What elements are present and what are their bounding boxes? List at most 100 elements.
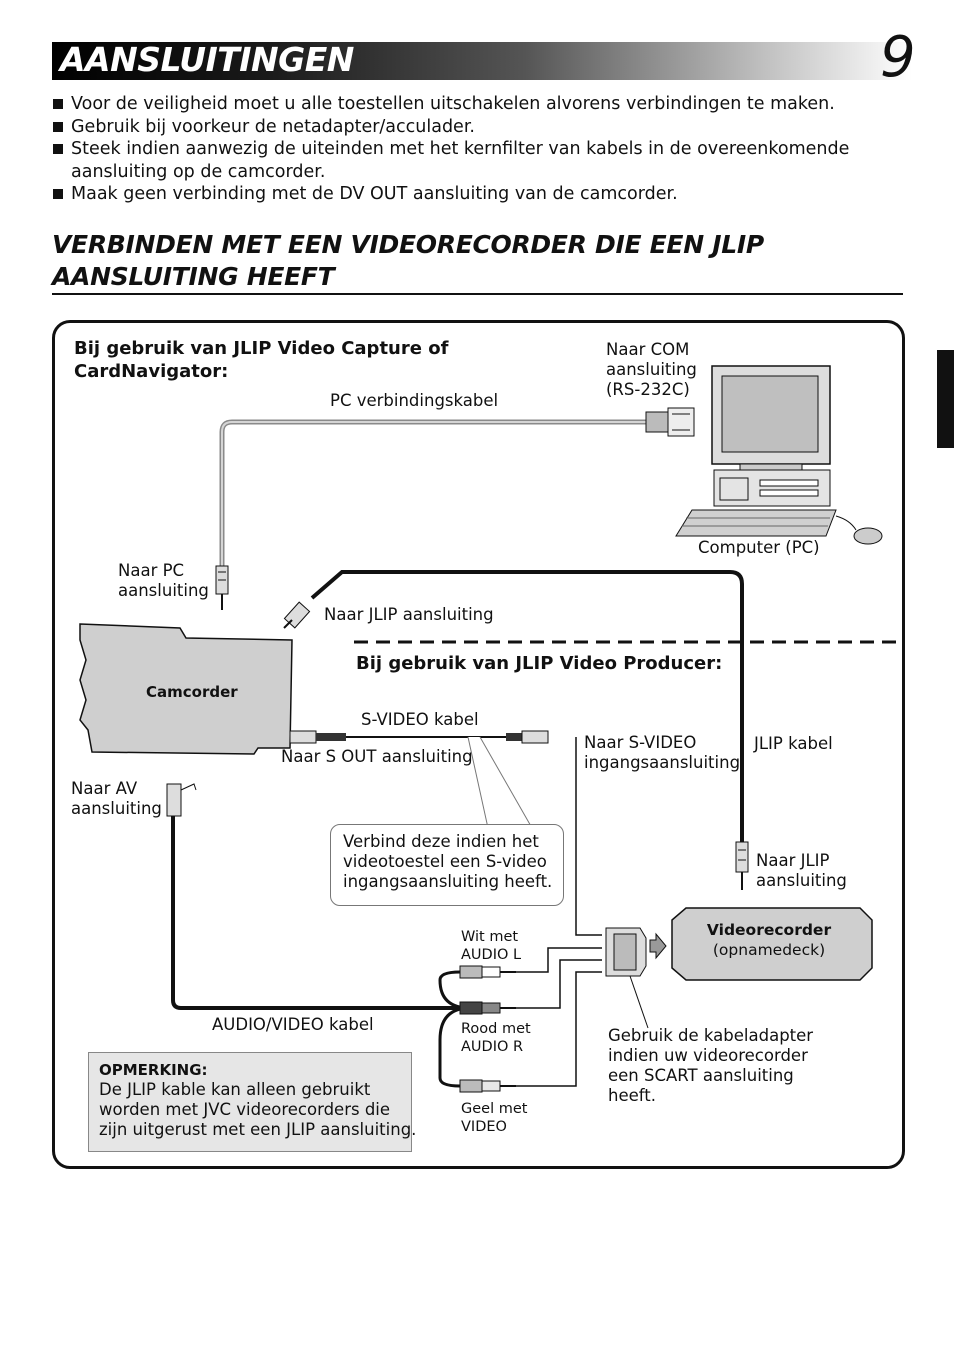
camcorder-icon bbox=[79, 623, 293, 755]
pc-cable-core bbox=[221, 421, 648, 570]
note-box bbox=[88, 1052, 412, 1152]
pc-port-plug-icon bbox=[215, 565, 229, 610]
section-heading-line: AANSLUITING HEEFT bbox=[52, 262, 335, 291]
av-port-label-line: aansluiting bbox=[71, 799, 162, 818]
s-out-label: Naar S OUT aansluiting bbox=[281, 747, 473, 766]
capture-heading-line: CardNavigator: bbox=[74, 361, 229, 382]
white-plug-label-line: AUDIO L bbox=[461, 947, 522, 963]
av-port-label-line: Naar AV bbox=[71, 779, 138, 798]
svideo-plug-right-icon bbox=[506, 730, 549, 744]
callout-line: videotoestel een S-video bbox=[343, 852, 547, 871]
rca-plug-yellow-icon bbox=[459, 1079, 516, 1093]
jlip-plug-top-icon bbox=[283, 601, 311, 629]
pc-port-label-line: aansluiting bbox=[118, 581, 209, 600]
svideo-input-label-line: Naar S-VIDEO bbox=[584, 733, 697, 752]
page-number: 9 bbox=[880, 25, 916, 90]
side-tab-marker bbox=[937, 350, 954, 448]
callout-pointer bbox=[467, 736, 533, 829]
videorecorder-subtitle: (opnamedeck) bbox=[712, 941, 826, 959]
bullet-item: Gebruik bij voorkeur de netadapter/accul… bbox=[52, 116, 912, 139]
av-plug-icon bbox=[166, 783, 197, 817]
section-heading: VERBINDEN MET EEN VIDEORECORDER DIE EEN … bbox=[52, 229, 902, 293]
red-plug-label-line: Rood met bbox=[461, 1021, 531, 1037]
rs232c-connector-icon bbox=[645, 407, 695, 437]
header-bar bbox=[52, 42, 912, 80]
yellow-plug-label-line: VIDEO bbox=[461, 1119, 507, 1135]
pc-cable-label: PC verbindingskabel bbox=[330, 391, 499, 410]
svideo-callout-box bbox=[330, 824, 564, 906]
note-line: worden met JVC videorecorders die bbox=[99, 1100, 391, 1119]
av-cable-label: AUDIO/VIDEO kabel bbox=[212, 1015, 374, 1034]
note-text: OPMERKING: De JLIP kable kan alleen gebr… bbox=[99, 1060, 416, 1140]
red-audio-line bbox=[516, 959, 602, 1009]
videorecorder-title: Videorecorder bbox=[706, 921, 832, 939]
red-plug-label: Rood met AUDIO R bbox=[461, 1020, 531, 1056]
av-port-label: Naar AV aansluiting bbox=[71, 779, 162, 819]
adapter-note-line: heeft. bbox=[608, 1086, 656, 1105]
diagram-frame bbox=[52, 320, 905, 1169]
rca-plug-red-icon bbox=[459, 1001, 516, 1015]
white-audio-line bbox=[516, 947, 602, 973]
computer-label: Computer (PC) bbox=[698, 538, 820, 557]
callout-line: ingangsaansluiting heeft. bbox=[343, 872, 553, 891]
computer-pc-icon bbox=[675, 365, 883, 545]
adapter-pointer bbox=[629, 975, 649, 1029]
bullet-square-icon bbox=[53, 121, 63, 132]
svideo-input-label-line: ingangsaansluiting bbox=[584, 753, 741, 772]
adapter-note-line: Gebruik de kabeladapter bbox=[608, 1026, 814, 1045]
jlip-cable-label: JLIP kabel bbox=[754, 734, 833, 753]
svideo-input-line bbox=[575, 737, 602, 936]
pc-port-label: Naar PC aansluiting bbox=[118, 561, 209, 601]
svideo-cable-label: S-VIDEO kabel bbox=[361, 710, 479, 729]
adapter-note: Gebruik de kabeladapter indien uw videor… bbox=[608, 1026, 813, 1106]
page-title: AANSLUITINGEN bbox=[60, 40, 354, 79]
jlip-plug-vcr-icon bbox=[735, 841, 749, 890]
rca-plug-white-icon bbox=[459, 965, 516, 979]
bullet-item: Maak geen verbinding met de DV OUT aansl… bbox=[52, 183, 912, 206]
av-cable bbox=[171, 816, 470, 1010]
svideo-plug-left-icon bbox=[289, 730, 346, 744]
yellow-video-line bbox=[516, 971, 602, 1087]
section-rule bbox=[52, 293, 903, 295]
jlip-port-vcr-label: Naar JLIP aansluiting bbox=[756, 851, 847, 891]
yellow-plug-label-line: Geel met bbox=[461, 1101, 528, 1117]
safety-bullet-list: Voor de veiligheid moet u alle toestelle… bbox=[52, 93, 912, 206]
com-port-label-line: Naar COM bbox=[606, 340, 690, 359]
av-branch-white bbox=[438, 970, 471, 1010]
white-plug-label-line: Wit met bbox=[461, 929, 519, 945]
jlip-port-label: Naar JLIP aansluiting bbox=[324, 605, 494, 624]
bullet-item: Steek indien aanwezig de uiteinden met h… bbox=[52, 138, 912, 183]
note-line: De JLIP kable kan alleen gebruikt bbox=[99, 1080, 371, 1099]
svideo-input-label: Naar S-VIDEO ingangsaansluiting bbox=[584, 733, 740, 773]
bullet-square-icon bbox=[53, 189, 63, 199]
svideo-callout-text: Verbind deze indien het videotoestel een… bbox=[343, 832, 552, 892]
bullet-text: Steek indien aanwezig de uiteinden met h… bbox=[71, 139, 850, 182]
producer-heading: Bij gebruik van JLIP Video Producer: bbox=[356, 653, 723, 674]
red-plug-label-line: AUDIO R bbox=[461, 1039, 524, 1055]
section-heading-line: VERBINDEN MET EEN VIDEORECORDER DIE EEN … bbox=[52, 230, 764, 259]
adapter-note-line: een SCART aansluiting bbox=[608, 1066, 794, 1085]
videorecorder-icon bbox=[671, 907, 873, 981]
bullet-text: Gebruik bij voorkeur de netadapter/accul… bbox=[71, 116, 475, 137]
note-line: zijn uitgerust met een JLIP aansluiting. bbox=[99, 1120, 417, 1139]
white-plug-label: Wit met AUDIO L bbox=[461, 928, 521, 964]
pc-port-label-line: Naar PC bbox=[118, 561, 185, 580]
videorecorder-label: Videorecorder (opnamedeck) bbox=[686, 920, 852, 960]
yellow-plug-label: Geel met VIDEO bbox=[461, 1100, 527, 1136]
com-port-label: Naar COM aansluiting (RS-232C) bbox=[606, 340, 697, 400]
jlip-cable bbox=[310, 570, 744, 842]
bullet-item: Voor de veiligheid moet u alle toestelle… bbox=[52, 93, 912, 116]
bullet-text: Maak geen verbinding met de DV OUT aansl… bbox=[71, 184, 678, 204]
capture-heading-line: Bij gebruik van JLIP Video Capture of bbox=[74, 338, 449, 359]
com-port-label-line: (RS-232C) bbox=[606, 380, 690, 399]
camcorder-label: Camcorder bbox=[146, 683, 238, 701]
av-branch-yellow bbox=[438, 1006, 471, 1088]
pc-cable bbox=[219, 419, 648, 570]
bullet-square-icon bbox=[53, 144, 63, 154]
callout-line: Verbind deze indien het bbox=[343, 832, 539, 851]
jlip-port-vcr-label-line: Naar JLIP bbox=[756, 851, 830, 870]
capture-heading: Bij gebruik van JLIP Video Capture of Ca… bbox=[74, 337, 448, 383]
note-title: OPMERKING: bbox=[99, 1061, 208, 1079]
scart-adapter-icon bbox=[605, 927, 667, 977]
